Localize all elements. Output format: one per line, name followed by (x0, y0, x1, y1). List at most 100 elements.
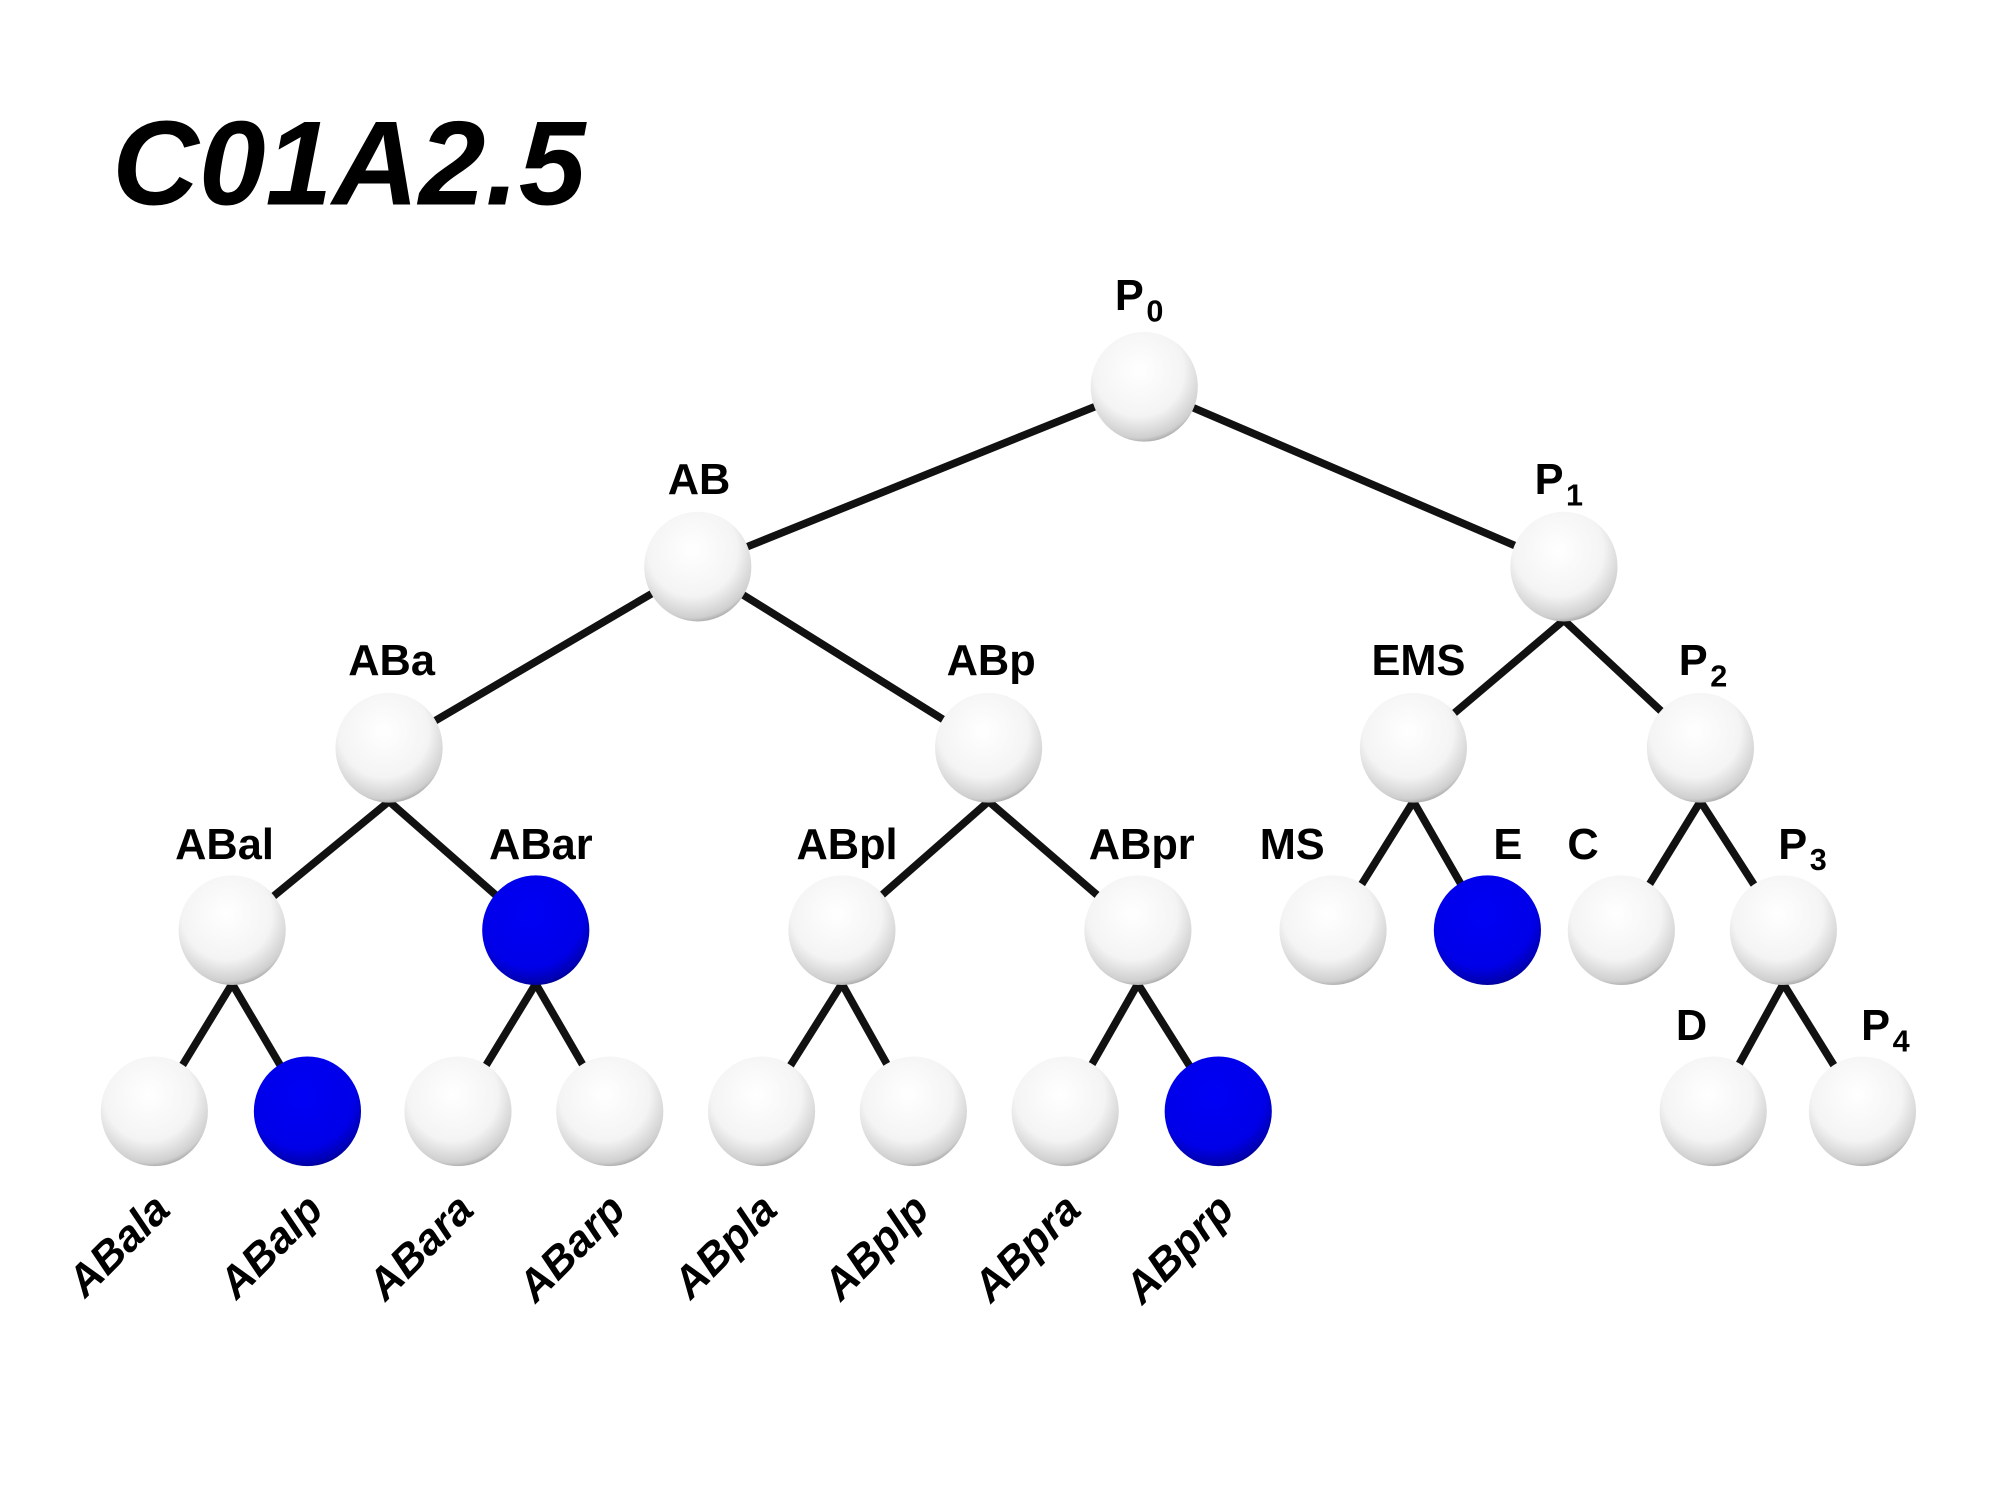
edge-ABp-ABpr (986, 798, 1100, 899)
cell-label-text: P (1679, 637, 1708, 685)
edge-EMS-E (1410, 799, 1465, 886)
cell-label-text: C (1567, 821, 1598, 869)
edge-P1-EMS (1451, 617, 1567, 717)
cell-label-ABalp: ABalp (209, 1185, 332, 1308)
gene-title: C01A2.5 (112, 96, 588, 230)
edge-P3-P4 (1780, 981, 1838, 1068)
cell-label-E: E (1493, 821, 1522, 869)
cell-label-subscript: 4 (1893, 1024, 1910, 1058)
cell-node-ABala (100, 1056, 208, 1167)
cell-label-text: AB (668, 456, 731, 504)
cell-label-text: P (1861, 1002, 1890, 1050)
cell-label-text: ABarp (508, 1185, 635, 1312)
cell-label-MS: MS (1260, 821, 1325, 869)
cell-node-MS (1279, 875, 1387, 986)
cell-node-ABalp-expressed (253, 1056, 362, 1167)
cell-label-ABara: ABara (358, 1185, 483, 1310)
edge-P2-P3 (1697, 799, 1758, 888)
cell-node-ABarp (556, 1056, 664, 1167)
edge-P0-P1 (1191, 404, 1517, 550)
edge-ABal-ABalp (228, 981, 284, 1068)
cell-label-text: ABa (348, 637, 436, 685)
cell-label-ABa: ABa (348, 637, 436, 685)
edge-ABa-ABar (386, 798, 499, 898)
cell-node-ABar-expressed (482, 875, 590, 986)
cell-label-text: ABplp (813, 1185, 938, 1310)
cell-label-subscript: 0 (1146, 295, 1163, 329)
edge-ABp-ABpl (879, 798, 992, 898)
edge-ABpr-ABprp (1134, 981, 1193, 1069)
cell-label-text: P (1115, 272, 1144, 320)
edge-EMS-MS (1358, 799, 1417, 887)
cell-label-text: ABpla (663, 1185, 786, 1308)
edge-ABar-ABara (482, 981, 540, 1068)
cell-node-P4 (1808, 1056, 1917, 1167)
cell-node-EMS (1359, 692, 1467, 803)
cell-label-EMS: EMS (1372, 637, 1466, 685)
cell-label-ABpra: ABpra (963, 1185, 1090, 1312)
cell-label-text: ABar (489, 821, 593, 869)
cell-label-text: ABp (947, 637, 1036, 685)
cell-label-ABar: ABar (489, 821, 593, 869)
cell-label-ABala: ABala (58, 1185, 180, 1307)
cell-label-text: ABpr (1089, 821, 1195, 869)
cell-node-ABal (178, 875, 286, 986)
cell-label-text: ABalp (209, 1185, 332, 1308)
cell-label-subscript: 1 (1566, 478, 1583, 512)
cell-node-ABplp (859, 1056, 967, 1167)
cell-label-ABpla: ABpla (663, 1185, 786, 1308)
cell-node-P0 (1090, 331, 1198, 442)
cell-node-ABa (335, 692, 443, 803)
cell-node-E-expressed (1433, 875, 1541, 986)
cell-label-C: C (1567, 821, 1598, 869)
cell-node-ABpl (788, 875, 896, 986)
cell-label-text: ABpra (963, 1185, 1090, 1312)
cell-node-ABp (935, 692, 1043, 803)
cell-label-text: P (1535, 456, 1564, 504)
cell-node-ABpra (1011, 1056, 1119, 1167)
cell-node-ABara (404, 1056, 512, 1167)
edge-AB-ABa (433, 590, 654, 724)
cell-node-ABpla (707, 1056, 816, 1167)
cell-node-C (1567, 875, 1675, 986)
cell-label-ABprp: ABprp (1115, 1185, 1243, 1313)
cell-label-text: ABpl (796, 821, 897, 869)
cell-label-text: ABara (358, 1185, 483, 1310)
cell-label-ABarp: ABarp (508, 1185, 635, 1312)
cell-label-ABp: ABp (947, 637, 1036, 685)
cell-label-text: E (1493, 821, 1522, 869)
cell-label-text: MS (1260, 821, 1325, 869)
edge-P1-P2 (1561, 617, 1664, 714)
cell-label-ABal: ABal (175, 821, 274, 869)
cell-label-text: P (1778, 821, 1807, 869)
cell-node-D (1659, 1056, 1767, 1167)
edge-ABpl-ABpla (786, 981, 846, 1069)
cell-label-subscript: 2 (1710, 660, 1727, 694)
edge-P3-D (1735, 981, 1787, 1067)
edge-ABpl-ABplp (838, 981, 891, 1067)
cell-node-ABpr (1084, 875, 1192, 986)
cell-label-AB: AB (668, 456, 731, 504)
cell-node-AB (644, 511, 752, 622)
cell-label-ABplp: ABplp (813, 1185, 938, 1310)
edge-P0-AB (746, 403, 1096, 551)
edge-ABpr-ABpra (1088, 981, 1142, 1067)
edge-P2-C (1646, 799, 1704, 887)
edge-ABar-ABarp (532, 981, 587, 1067)
cell-label-text: ABprp (1115, 1185, 1243, 1313)
edge-ABal-ABala (178, 981, 236, 1068)
cell-node-P1 (1510, 511, 1618, 622)
edge-ABa-ABal (271, 798, 392, 900)
cell-label-ABpl: ABpl (796, 821, 897, 869)
cell-label-text: ABal (175, 821, 274, 869)
cell-label-text: EMS (1372, 637, 1466, 685)
cell-label-text: ABala (58, 1185, 180, 1307)
cell-node-ABprp-expressed (1164, 1056, 1272, 1167)
cell-label-subscript: 3 (1810, 843, 1827, 877)
